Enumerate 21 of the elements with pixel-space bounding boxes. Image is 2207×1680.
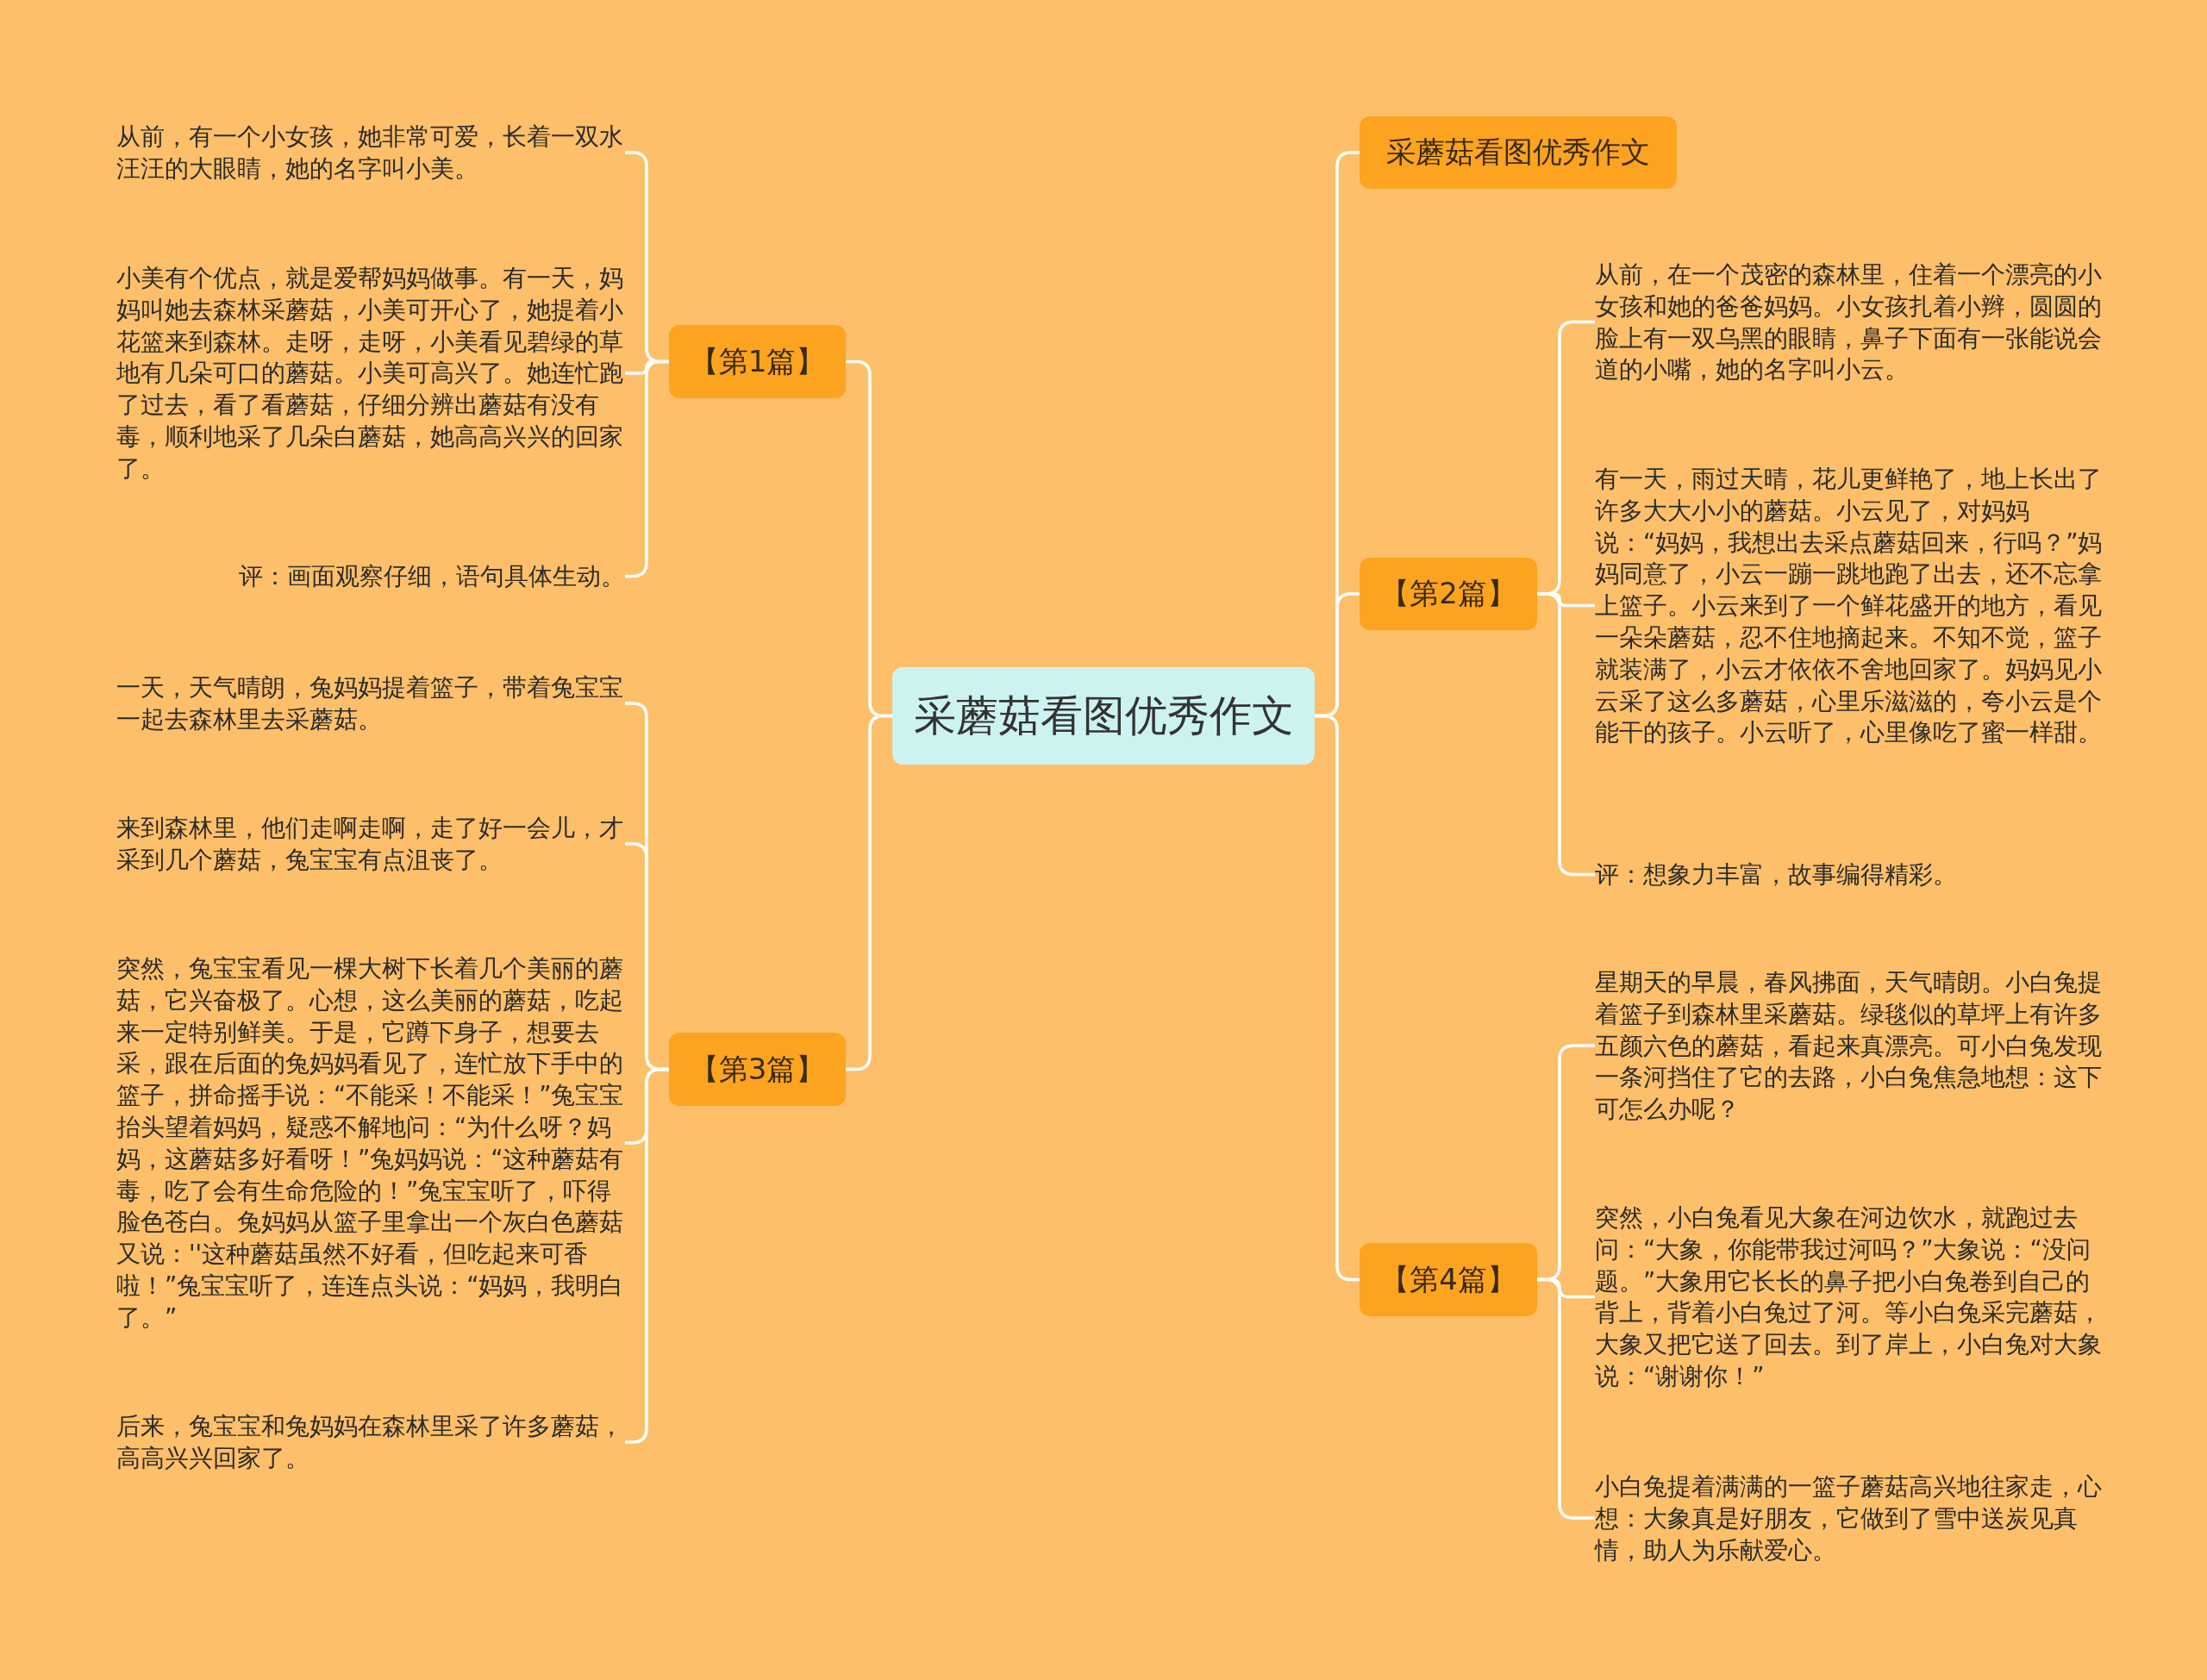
- topic-box: 【第3篇】: [669, 1033, 846, 1106]
- paragraph-text: 后来，兔宝宝和兔妈妈在森林里采了许多蘑菇，高高兴兴回家了。: [116, 1410, 625, 1474]
- paragraph-text: 小白兔提着满满的一篮子蘑菇高兴地往家走，心想：大象真是好朋友，它做到了雪中送炭见真情，助人为乐献爱心。: [1595, 1471, 2104, 1566]
- topic-box: 【第1篇】: [669, 325, 846, 398]
- paragraph-text: 来到森林里，他们走啊走啊，走了好一会儿，才采到几个蘑菇，兔宝宝有点沮丧了。: [116, 812, 625, 876]
- paragraph-text: 小美有个优点，就是爱帮妈妈做事。有一天，妈妈叫她去森林采蘑菇，小美可开心了，她提着小花篮来到森林。走呀，走呀，小美看见碧绿的草地有几朵可口的蘑菇。小美可高兴了。她连忙跑了过去，看了看蘑菇，仔细分辨出蘑菇有没有毒，顺利地采了几朵白蘑菇，她高高兴兴的回家了。: [116, 262, 625, 484]
- paragraph-text: 有一天，雨过天晴，花儿更鲜艳了，地上长出了许多大大小小的蘑菇。小云见了，对妈妈说：“妈妈，我想出去采点蘑菇回来，行吗？”妈妈同意了，小云一蹦一跳地跑了出去，还不忘拿上篮子。小云来到了一个鲜花盛开的地方，看见一朵朵蘑菇，忍不住地摘起来。不知不觉，篮子就装满了，小云才依依不舍地回家了。妈妈见小云采了这么多蘑菇，心里乐滋滋的，夸小云是个能干的孩子。小云听了，心里像吃了蜜一样甜。: [1595, 463, 2104, 749]
- paragraph-text: 突然，小白兔看见大象在河边饮水，就跑过去问：“大象，你能带我过河吗？”大象说：“没问题。”大象用它长长的鼻子把小白兔卷到自己的背上，背着小白兔过了河。等小白兔采完蘑菇，大象又把它送了回去。到了岸上，小白兔对大象说：“谢谢你！”: [1595, 1202, 2104, 1392]
- paragraph-text: 评：画面观察仔细，语句具体生动。: [116, 560, 625, 592]
- central-topic-box: 采蘑菇看图优秀作文: [892, 667, 1315, 765]
- connector-line: [1537, 592, 1595, 877]
- paragraph-text: 从前，有一个小女孩，她非常可爱，长着一双水汪汪的大眼睛，她的名字叫小美。: [116, 121, 625, 184]
- topic-box: 【第4篇】: [1360, 1243, 1537, 1316]
- paragraph-text: 星期天的早晨，春风拂面，天气晴朗。小白兔提着篮子到森林里采蘑菇。绿毯似的草坪上有许多五颜六色的蘑菇，看起来真漂亮。可小白兔发现一条河挡住了它的去路，小白兔焦急地想：这下可怎么办呢？: [1595, 966, 2104, 1125]
- topic-box: 采蘑菇看图优秀作文: [1360, 116, 1677, 189]
- connector-line: [1537, 1277, 1595, 1520]
- paragraph-text: 一天，天气晴朗，兔妈妈提着篮子，带着兔宝宝一起去森林里去采蘑菇。: [116, 671, 625, 735]
- paragraph-text: 从前，在一个茂密的森林里，住着一个漂亮的小女孩和她的爸爸妈妈。小女孩扎着小辫，圆圆的脸上有一双乌黑的眼睛，鼻子下面有一张能说会道的小嘴，她的名字叫小云。: [1595, 259, 2104, 386]
- paragraph-text: 突然，兔宝宝看见一棵大树下长着几个美丽的蘑菇，它兴奋极了。心想，这么美丽的蘑菇，吃起来一定特别鲜美。于是，它蹲下身子，想要去采，跟在后面的兔妈妈看见了，连忙放下手中的篮子，拼命摇手说：“不能采！不能采！”兔宝宝抬头望着妈妈，疑惑不解地问：“为什么呀？妈妈，这蘑菇多好看呀！”兔妈妈说：“这种蘑菇有毒，吃了会有生命危险的！”兔宝宝听了，吓得脸色苍白。兔妈妈从篮子里拿出一个灰白色蘑菇又说：''这种蘑菇虽然不好看，但吃起来可香啦！”兔宝宝听了，连连点头说：“妈妈，我明白了。”: [116, 952, 625, 1333]
- paragraph-text: 评：想象力丰富，故事编得精彩。: [1595, 859, 2104, 890]
- topic-box: 【第2篇】: [1360, 558, 1537, 630]
